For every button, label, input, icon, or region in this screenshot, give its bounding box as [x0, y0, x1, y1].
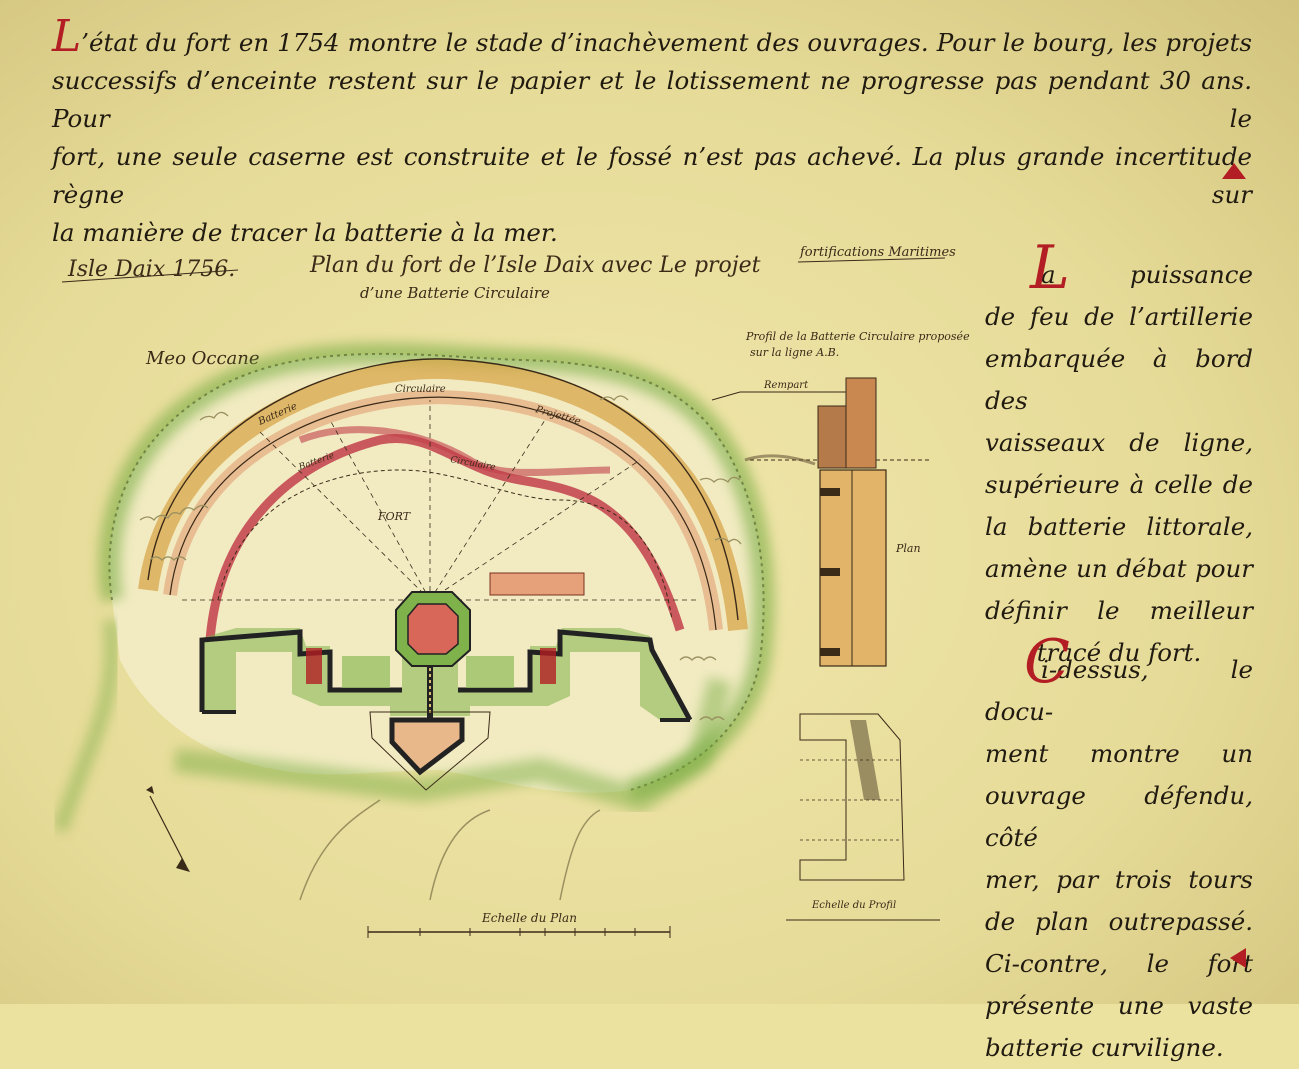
coast-left-green	[53, 619, 119, 833]
side1-drop-cap: L	[1030, 233, 1070, 303]
side2-line-4: mer, par trois tours	[985, 865, 1253, 894]
profile-scale-label: Echelle du Profil	[811, 900, 896, 911]
side2-line-3: ouvrage défendu, côté	[985, 781, 1253, 852]
side2-triangle-icon	[1230, 948, 1246, 968]
side1-line-5: supérieure à celle de	[985, 470, 1253, 499]
profile-wall	[845, 377, 877, 469]
radial-construction-lines	[180, 400, 700, 601]
plan-scale-label: Echelle du Plan	[481, 911, 577, 925]
island-coast-outline	[108, 352, 765, 791]
plan-scale-ticks	[367, 926, 671, 938]
map-title-left-underline	[61, 269, 239, 283]
battery-outer-line	[147, 358, 739, 621]
battery-red-upper	[298, 426, 611, 476]
compass-tail-icon	[146, 786, 154, 794]
side1-line-4: vaisseaux de ligne,	[985, 428, 1253, 457]
rock-lines	[299, 799, 601, 901]
green-block-right	[466, 656, 514, 688]
profile-ground	[744, 454, 816, 466]
side2-line-1: i-dessus, le docu-	[985, 655, 1253, 726]
map-title-sub: d’une Batterie Circulaire	[360, 284, 550, 302]
battery-inner-red	[205, 434, 685, 641]
rocky-shore	[139, 395, 742, 721]
side2-line-5: de plan outrepassé.	[985, 907, 1253, 936]
profile-detail-dims	[800, 759, 900, 841]
intro-drop-cap: L	[52, 11, 82, 62]
profile-sub: sur la ligne A.B.	[750, 346, 839, 359]
intro-line-2: successifs d’enceinte restent sur le pap…	[52, 66, 1252, 133]
side1-line-2: de feu de l’artillerie	[985, 302, 1253, 331]
battery-middle-line	[169, 396, 717, 631]
central-tower-inner	[407, 603, 459, 655]
barracks-building	[489, 572, 585, 596]
profile-embrasures	[820, 488, 840, 656]
side1-line-1: a puissance	[1041, 260, 1253, 289]
map-title-main: Plan du fort de l’Isle Daix avec Le proj…	[309, 253, 761, 278]
battery-inner-dashed	[217, 469, 673, 621]
fort-label: FORT	[377, 510, 412, 523]
island-land	[109, 353, 764, 793]
ravelin-outline	[369, 711, 491, 791]
side1-line-9: tracé du fort.	[1036, 638, 1202, 667]
side2-line-6: Ci-contre, le fort	[985, 949, 1253, 978]
compass-fleur-icon	[176, 858, 190, 872]
side1-line-8: définir le meilleur	[985, 596, 1253, 625]
side1-line-3: embarquée à bord des	[985, 344, 1253, 415]
compass-line	[149, 795, 187, 867]
profile-parapet	[817, 405, 847, 469]
profile-detail-hatch	[850, 720, 880, 800]
side2-line-2: ment montre un	[985, 739, 1253, 768]
side2-line-8: batterie curviligne.	[985, 1033, 1224, 1062]
side2-drop-cap: C	[1024, 627, 1070, 697]
rempart-slope	[711, 391, 741, 401]
side1-line-7: amène un débat pour	[985, 554, 1253, 583]
side1-line-6: la batterie littorale,	[985, 512, 1253, 541]
map-title-right-underline	[797, 257, 946, 263]
ravelin	[389, 717, 465, 776]
arc-label-2: Circulaire	[395, 384, 446, 395]
map-title-right: fortifications Maritimes	[799, 245, 956, 260]
intro-line-1: L’état du fort en 1754 montre le stade d…	[52, 11, 1252, 62]
intro-line-4: la manière de tracer la batterie à la me…	[52, 218, 558, 247]
sea-label: Meo Occane	[145, 348, 260, 369]
fort-plan-drawing: Isle Daix 1756. Plan du fort de l’Isle D…	[53, 245, 970, 938]
fort-wall-ends	[202, 710, 690, 722]
map-title-left: Isle Daix 1756.	[67, 257, 235, 282]
green-block-left	[342, 656, 390, 688]
intro-paragraph: L’état du fort en 1754 montre le stade d…	[52, 11, 1252, 252]
rempart-label: Rempart	[763, 380, 809, 391]
profile-detail-outline	[799, 713, 905, 881]
fort-wall-dark	[199, 629, 693, 722]
side-paragraph-1: a puissance de feu de l’artillerie embar…	[985, 254, 1253, 674]
battery-outer-ochre	[138, 359, 748, 632]
intro-line-3: fort, une seule caserne est construite e…	[52, 142, 1252, 209]
plan-label: Plan	[895, 542, 921, 555]
intro-triangle-icon	[1222, 163, 1246, 179]
profile-title: Profil de la Batterie Circulaire proposé…	[745, 330, 970, 343]
green-glacis	[173, 677, 732, 814]
